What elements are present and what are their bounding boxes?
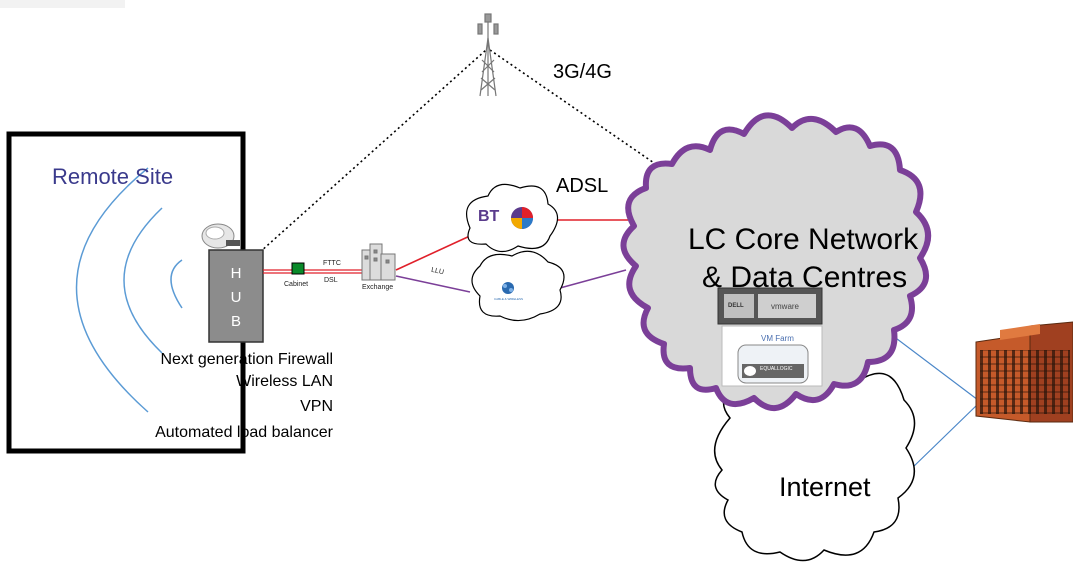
llu-exchange-link bbox=[395, 275, 471, 293]
core-network-title: LC Core Network bbox=[688, 223, 919, 256]
mobile-link-left bbox=[259, 49, 487, 253]
adsl-label: ADSL bbox=[556, 175, 609, 197]
fttc-label: FTTC bbox=[323, 260, 341, 267]
vm-farm-panel bbox=[717, 287, 823, 387]
data-centres-title: & Data Centres bbox=[702, 261, 908, 294]
hub-box bbox=[208, 249, 264, 343]
wifi-arc-small bbox=[170, 259, 183, 309]
cable-wireless-label: CABLE & WIRELESS bbox=[494, 297, 524, 301]
wireless-arcs-icon bbox=[75, 167, 183, 413]
llu-core-link bbox=[559, 269, 627, 289]
wifi-arc-large bbox=[75, 167, 149, 413]
cabinet-label: Cabinet bbox=[284, 281, 309, 288]
core-network-cloud bbox=[620, 112, 931, 411]
dell-server-label: DELL bbox=[728, 303, 744, 309]
internet-office-link bbox=[909, 403, 979, 471]
feature-load-balancer: Automated load balancer bbox=[155, 424, 333, 441]
feature-vpn: VPN bbox=[300, 398, 333, 415]
vmware-label: vmware bbox=[771, 302, 800, 311]
dsl-label: DSL bbox=[324, 277, 338, 284]
bt-logo-icon bbox=[511, 207, 533, 229]
equallogic-label: EQUALLOGIC bbox=[760, 366, 793, 372]
feature-firewall: Next generation Firewall bbox=[160, 351, 333, 368]
hub-letter-b: B bbox=[230, 313, 241, 330]
adsl-exchange-link bbox=[395, 234, 473, 271]
exchange-label: Exchange bbox=[362, 284, 394, 291]
hub-letter-h: H bbox=[230, 265, 242, 282]
top-left-box bbox=[0, 0, 125, 8]
internet-cloud bbox=[713, 372, 916, 562]
hub-letter-u: U bbox=[230, 289, 242, 306]
bt-label: BT bbox=[478, 208, 500, 225]
remote-site-title: Remote Site bbox=[52, 164, 174, 189]
wifi-arc-medium bbox=[123, 207, 163, 354]
cable-wireless-cloud bbox=[471, 250, 565, 322]
vm-farm-label: VM Farm bbox=[761, 334, 794, 343]
feature-wireless-lan: Wireless LAN bbox=[236, 373, 333, 390]
cable-wireless-logo-icon bbox=[502, 282, 514, 294]
internet-label: Internet bbox=[779, 472, 871, 502]
office-windows bbox=[980, 350, 1070, 414]
cabinet-icon bbox=[291, 262, 305, 275]
satellite-dish-icon bbox=[201, 223, 240, 249]
mobile-label: 3G/4G bbox=[553, 61, 612, 83]
mobile-tower-icon bbox=[477, 13, 499, 97]
exchange-building-icon bbox=[361, 243, 396, 281]
